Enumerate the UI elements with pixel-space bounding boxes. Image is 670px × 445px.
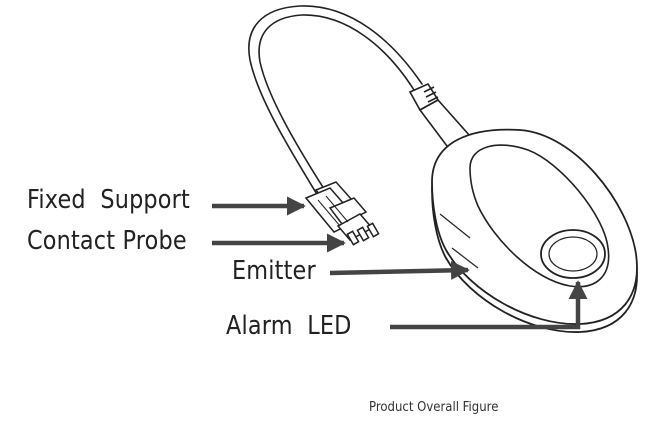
figure-caption: Product Overall Figure [369, 400, 499, 415]
alarm-led [540, 229, 606, 279]
fixed-support-label: Fixed Support [27, 185, 190, 215]
probe-connector [304, 181, 380, 246]
cable [248, 5, 423, 197]
emitter-label: Emitter [232, 256, 316, 286]
alarm-led-arrow [390, 280, 588, 330]
contact-probe-label: Contact Probe [27, 226, 187, 256]
emitter-body [431, 128, 638, 333]
emitter-arrow [329, 260, 470, 280]
alarm-led-label: Alarm LED [226, 311, 352, 341]
